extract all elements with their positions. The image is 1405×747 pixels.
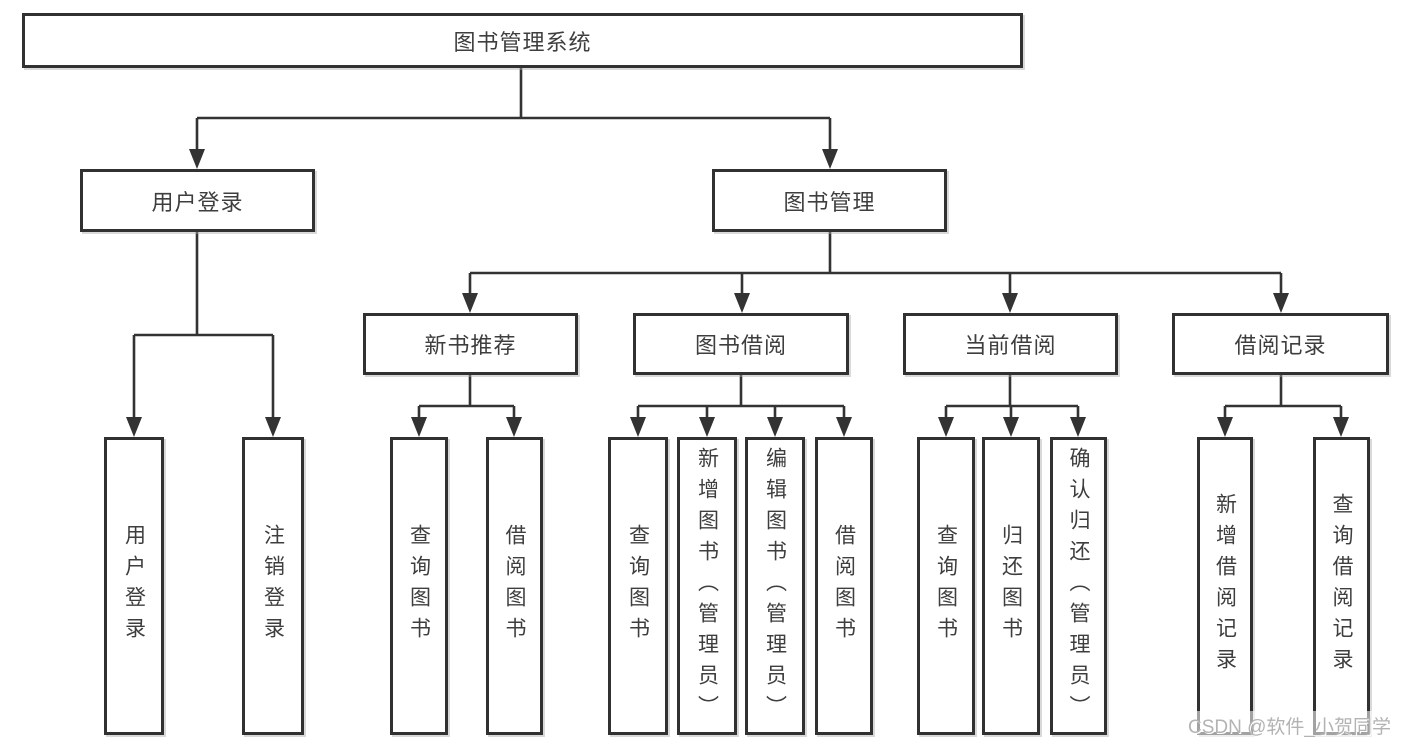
leaf-add-borrow-record: 新增借阅记录	[1197, 437, 1253, 735]
leaf-user-login-label: 用户登录	[122, 524, 146, 648]
leaf-borrow-books-recommend: 借阅图书	[486, 437, 543, 735]
leaf-edit-book-admin: 编辑图书（管理员）	[745, 437, 805, 735]
node-user-login-branch: 用户登录	[80, 169, 315, 232]
leaf-logout: 注销登录	[242, 437, 304, 735]
leaf-confirm-return-admin-label: 确认归还（管理员）	[1067, 446, 1090, 726]
node-new-book-recommend: 新书推荐	[363, 313, 578, 375]
node-new-book-recommend-label: 新书推荐	[424, 333, 517, 358]
leaf-query-borrow-record-label: 查询借阅记录	[1330, 493, 1353, 679]
leaf-query-books-borrowing: 查询图书	[608, 437, 668, 735]
node-borrow-records: 借阅记录	[1172, 313, 1389, 375]
node-root-label: 图书管理系统	[453, 29, 592, 55]
node-book-borrowing: 图书借阅	[633, 313, 849, 375]
node-book-borrowing-label: 图书借阅	[694, 333, 787, 358]
leaf-edit-book-admin-label: 编辑图书（管理员）	[763, 446, 787, 726]
leaf-user-login: 用户登录	[104, 437, 164, 735]
node-user-login-label: 用户登录	[151, 189, 244, 215]
leaf-query-books-current-label: 查询图书	[934, 524, 958, 648]
node-root-system: 图书管理系统	[22, 13, 1023, 68]
leaf-query-books-recommend: 查询图书	[390, 437, 448, 735]
csdn-watermark: CSDN @软件_小贺同学	[1184, 711, 1395, 740]
node-book-management-label: 图书管理	[783, 189, 876, 215]
leaf-add-book-admin: 新增图书（管理员）	[677, 437, 737, 735]
leaf-borrow-books-label: 借阅图书	[832, 524, 856, 648]
leaf-confirm-return-admin: 确认归还（管理员）	[1050, 437, 1107, 735]
leaf-return-book: 归还图书	[982, 437, 1040, 735]
leaf-borrow-books-recommend-label: 借阅图书	[503, 524, 526, 648]
leaf-query-books-borrowing-label: 查询图书	[626, 524, 650, 648]
node-book-management-branch: 图书管理	[712, 169, 947, 232]
leaf-query-books-current: 查询图书	[917, 437, 975, 735]
leaf-logout-label: 注销登录	[261, 524, 285, 648]
leaf-add-borrow-record-label: 新增借阅记录	[1213, 493, 1237, 679]
leaf-borrow-books: 借阅图书	[815, 437, 873, 735]
leaf-query-borrow-record: 查询借阅记录	[1313, 437, 1370, 735]
leaf-query-books-recommend-label: 查询图书	[407, 524, 431, 648]
node-borrow-records-label: 借阅记录	[1234, 333, 1327, 358]
leaf-add-book-admin-label: 新增图书（管理员）	[695, 446, 719, 726]
node-current-borrowing-label: 当前借阅	[964, 333, 1057, 358]
node-current-borrowing: 当前借阅	[903, 313, 1118, 375]
leaf-return-book-label: 归还图书	[999, 524, 1023, 648]
